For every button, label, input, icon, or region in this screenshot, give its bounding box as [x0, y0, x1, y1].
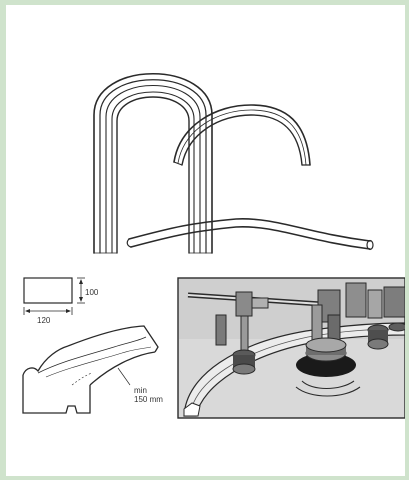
spindle-cutter [295, 289, 361, 397]
min-length-label-line2: 150 mm [134, 395, 163, 404]
height-dimension-label: 100 [85, 288, 99, 297]
illustration-canvas: 100 120 min 150 mm [22, 72, 405, 419]
left-guide-unit [215, 291, 269, 375]
right-guide-unit [345, 282, 405, 350]
hairpin-bend-part [93, 72, 213, 254]
min-length-label-line1: min [134, 386, 147, 395]
bent-parts-illustration [93, 72, 374, 254]
document-page: 100 120 min 150 mm [6, 5, 405, 476]
width-dimension-label: 120 [37, 316, 51, 325]
curved-moulding-sketch: min 150 mm [22, 325, 163, 414]
cross-section-dimension-sketch: 100 120 [23, 277, 99, 325]
arch-part [173, 104, 311, 166]
wavy-strip-part [126, 218, 374, 251]
spindle-moulder-illustration [177, 277, 405, 419]
cross-section-rect [23, 277, 73, 304]
